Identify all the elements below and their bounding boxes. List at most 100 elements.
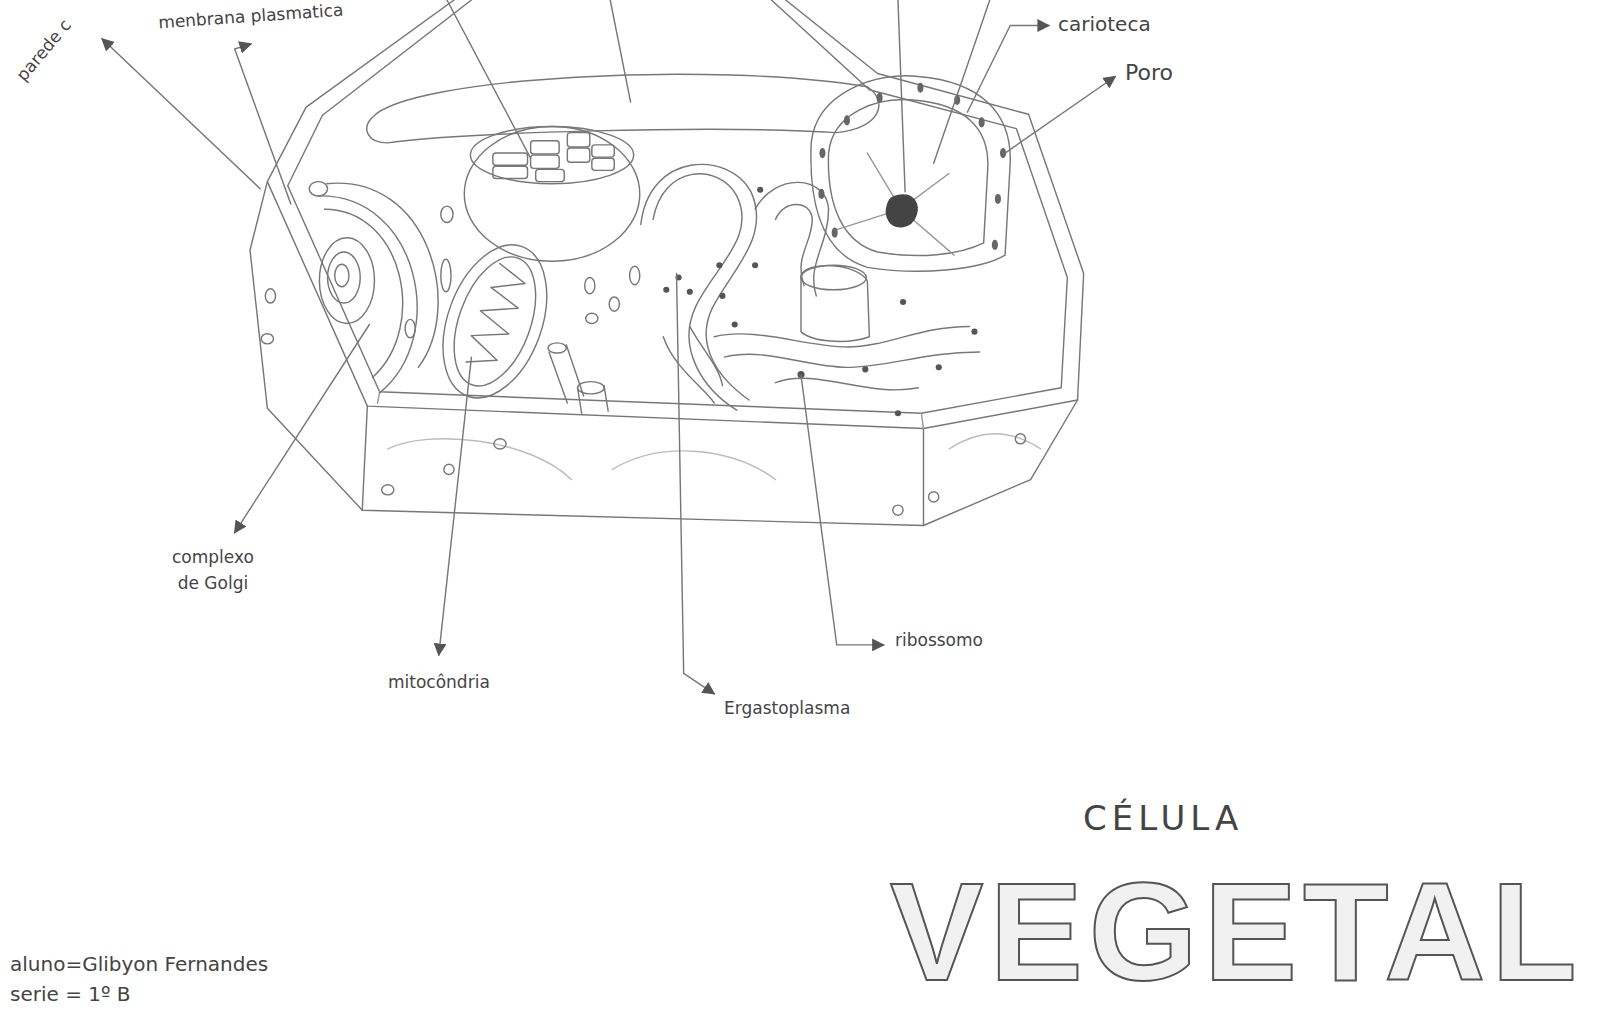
vesicles-and-tubes [548, 343, 566, 353]
leader-lines [439, 357, 472, 655]
part-label: mitocôndria [388, 672, 490, 692]
endoplasmic-reticulum [776, 204, 813, 285]
golgi [335, 264, 349, 286]
leader-lines [801, 376, 884, 645]
cell-wall [362, 406, 923, 525]
chloroplast [592, 145, 614, 157]
leader-lines [447, 0, 990, 192]
chloroplast [464, 127, 640, 262]
nucleus [917, 83, 923, 93]
endoplasmic-reticulum [724, 352, 979, 367]
cell-wall [929, 492, 939, 502]
ribosomes [719, 293, 725, 299]
cell-wall [250, 182, 1078, 526]
chloroplast [470, 127, 633, 184]
cell-wall [388, 434, 1041, 480]
nucleus [811, 76, 1010, 271]
chloroplast [464, 127, 640, 262]
golgi [309, 182, 453, 393]
endoplasmic-reticulum [653, 174, 742, 410]
cell-wall [1015, 434, 1025, 444]
endoplasmic-reticulum [801, 265, 866, 289]
vesicles-and-tubes [630, 266, 640, 284]
endoplasmic-reticulum [755, 182, 828, 296]
chloroplast [592, 158, 614, 170]
golgi [405, 319, 415, 337]
endoplasmic-reticulum [663, 327, 722, 404]
golgi [309, 182, 327, 196]
title-word: VEGETAL [890, 862, 1583, 1002]
cell-wall [444, 464, 454, 474]
nucleus [818, 83, 1006, 250]
mitochondrion [462, 263, 530, 373]
golgi [328, 252, 361, 303]
leader-lines [677, 273, 715, 693]
nucleus [995, 194, 1001, 204]
chloroplast [536, 169, 565, 181]
student-name: aluno=Glibyon Fernandes [10, 952, 268, 976]
part-label: carioteca [1058, 12, 1151, 36]
part-label: Ergastoplasma [724, 698, 850, 718]
vesicles-and-tubes [548, 266, 640, 413]
golgi [327, 183, 439, 367]
cell-illustration [102, 0, 1115, 694]
mitochondrion [438, 246, 551, 397]
ribosomes [936, 364, 942, 370]
nucleus [832, 228, 838, 238]
title: CÉLULA [1083, 798, 1243, 839]
vacuole [367, 74, 879, 143]
part-label: complexo de Golgi [172, 545, 254, 596]
cell-wall [893, 505, 903, 515]
endoplasmic-reticulum [801, 266, 869, 342]
endoplasmic-reticulum [641, 164, 980, 410]
cell-wall [265, 289, 275, 303]
nucleus [886, 195, 917, 227]
cell-wall [382, 485, 394, 495]
chloroplast [493, 166, 528, 178]
ribosomes [862, 366, 868, 372]
golgi [441, 206, 453, 222]
endoplasmic-reticulum [776, 378, 919, 390]
part-label: Poro [1125, 60, 1173, 86]
ribosomes [757, 187, 763, 193]
nucleus [992, 240, 998, 250]
ribosomes [716, 262, 722, 268]
chloroplast [567, 133, 589, 147]
endoplasmic-reticulum [641, 164, 757, 400]
part-label: ribossomo [895, 630, 983, 650]
student-class: serie = 1º B [10, 982, 131, 1006]
nucleus [818, 189, 824, 199]
nucleus [828, 100, 987, 256]
ribosomes [895, 410, 901, 416]
cell-wall [378, 392, 924, 429]
cell-wall [261, 334, 273, 344]
nucleus [844, 115, 850, 125]
mitochondrion [424, 231, 567, 413]
leader-lines [967, 26, 1049, 113]
part-label: menbrana plasmatica [158, 0, 344, 33]
endoplasmic-reticulum [714, 327, 969, 347]
chloroplast [493, 153, 528, 165]
chloroplast [567, 148, 589, 162]
vesicles-and-tubes [585, 278, 595, 294]
nucleus [819, 148, 825, 158]
part-label: parede c [12, 15, 75, 85]
nucleus [877, 93, 883, 103]
leader-lines [235, 44, 291, 204]
leader-lines [1005, 77, 1115, 154]
chloroplast [531, 141, 560, 154]
golgi [319, 238, 374, 324]
cell-wall [494, 439, 506, 449]
mitochondrion [424, 231, 567, 413]
golgi [318, 196, 417, 393]
chloroplast [531, 155, 560, 168]
ribosomes [687, 289, 693, 295]
cell-wall [267, 0, 1083, 429]
ribosomes [752, 262, 758, 268]
vesicles-and-tubes [609, 297, 619, 311]
ribosomes [663, 287, 669, 293]
vesicles-and-tubes [586, 313, 598, 323]
leader-lines [102, 0, 1115, 694]
